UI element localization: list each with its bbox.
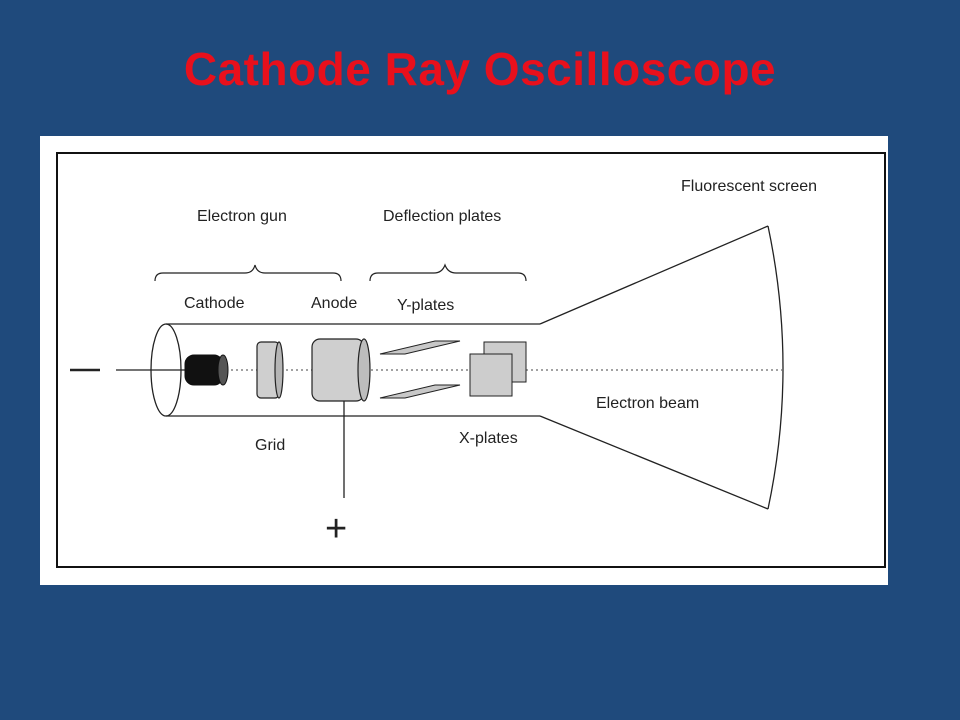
crt-diagram-svg: Electron gun Deflection plates Fluoresce… <box>56 152 886 568</box>
crt-diagram: Electron gun Deflection plates Fluoresce… <box>40 136 888 585</box>
grid-electrode <box>256 341 284 399</box>
label-cathode: Cathode <box>184 295 245 312</box>
diagram-frame <box>56 152 886 568</box>
y-plates <box>379 340 461 399</box>
label-electron-gun: Electron gun <box>197 208 287 225</box>
label-anode: Anode <box>311 295 357 312</box>
deflection-plates-brace <box>369 263 527 282</box>
anode <box>311 338 371 402</box>
positive-terminal: + <box>325 508 347 550</box>
crt-tube <box>150 225 784 510</box>
tube-flare-top <box>539 225 769 325</box>
fluorescent-screen-face <box>767 225 784 510</box>
label-electron-beam: Electron beam <box>596 395 699 412</box>
cathode <box>184 354 229 386</box>
label-grid: Grid <box>255 437 285 454</box>
tube-flare-bottom <box>539 415 769 510</box>
label-deflection-plates: Deflection plates <box>383 208 501 225</box>
label-y-plates: Y-plates <box>397 297 454 314</box>
slide-title: Cathode Ray Oscilloscope <box>183 43 777 95</box>
label-fluorescent-screen: Fluorescent screen <box>681 178 817 195</box>
label-x-plates: X-plates <box>459 430 518 447</box>
x-plates <box>469 341 527 397</box>
electron-gun-brace <box>154 264 342 282</box>
